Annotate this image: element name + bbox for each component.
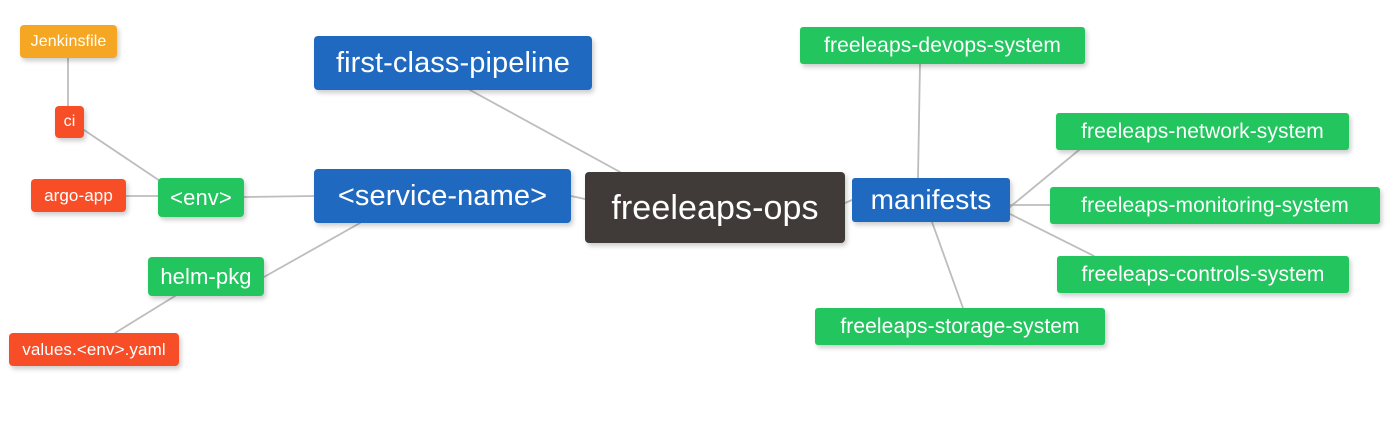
node-manifests[interactable]: manifests (852, 178, 1010, 222)
node-label-service-name: <service-name> (337, 179, 548, 212)
node-freeleaps-monitoring-system[interactable]: freeleaps-monitoring-system (1050, 187, 1380, 224)
node-freeleaps-controls-system[interactable]: freeleaps-controls-system (1057, 256, 1349, 293)
node-freeleaps-devops-system[interactable]: freeleaps-devops-system (800, 27, 1085, 64)
node-label-values-env-yaml: values.<env>.yaml (22, 340, 166, 359)
node-label-argo-app: argo-app (44, 186, 113, 205)
node-first-class-pipeline[interactable]: first-class-pipeline (314, 36, 592, 90)
node-label-first-class-pipeline: first-class-pipeline (335, 46, 571, 79)
edge-manifests-to-freeleaps-storage-system (931, 221, 964, 309)
edge-manifests-to-freeleaps-devops-system (917, 63, 921, 179)
node-freeleaps-storage-system[interactable]: freeleaps-storage-system (815, 308, 1105, 345)
edge-helm-pkg-to-values-env-yaml (114, 295, 176, 334)
node-argo-app[interactable]: argo-app (31, 179, 126, 212)
node-values-env-yaml[interactable]: values.<env>.yaml (9, 333, 179, 366)
node-label-freeleaps-network-system: freeleaps-network-system (1081, 120, 1324, 143)
node-label-freeleaps-monitoring-system: freeleaps-monitoring-system (1081, 194, 1349, 217)
node-env[interactable]: <env> (158, 178, 244, 217)
node-label-jenkinsfile: Jenkinsfile (30, 32, 107, 50)
node-freeleaps-ops[interactable]: freeleaps-ops (585, 172, 845, 243)
node-service-name[interactable]: <service-name> (314, 169, 571, 223)
node-label-ci: ci (63, 113, 76, 130)
node-label-helm-pkg: helm-pkg (160, 263, 252, 289)
node-helm-pkg[interactable]: helm-pkg (148, 257, 264, 296)
edge-freeleaps-ops-to-manifests (844, 199, 853, 204)
node-label-env: <env> (170, 184, 232, 210)
edge-service-name-to-env (243, 195, 315, 198)
edge-env-to-ci (83, 129, 167, 186)
edge-service-name-to-helm-pkg (263, 222, 361, 278)
node-label-freeleaps-storage-system: freeleaps-storage-system (840, 315, 1080, 338)
node-ci[interactable]: ci (55, 106, 84, 138)
node-label-freeleaps-devops-system: freeleaps-devops-system (824, 34, 1061, 57)
node-label-freeleaps-ops: freeleaps-ops (611, 188, 819, 227)
node-label-freeleaps-controls-system: freeleaps-controls-system (1081, 263, 1325, 286)
node-label-manifests: manifests (870, 184, 992, 215)
edge-freeleaps-ops-to-first-class-pipeline (469, 89, 621, 173)
edge-freeleaps-ops-to-service-name (570, 195, 586, 200)
node-jenkinsfile[interactable]: Jenkinsfile (20, 25, 117, 58)
node-freeleaps-network-system[interactable]: freeleaps-network-system (1056, 113, 1349, 150)
